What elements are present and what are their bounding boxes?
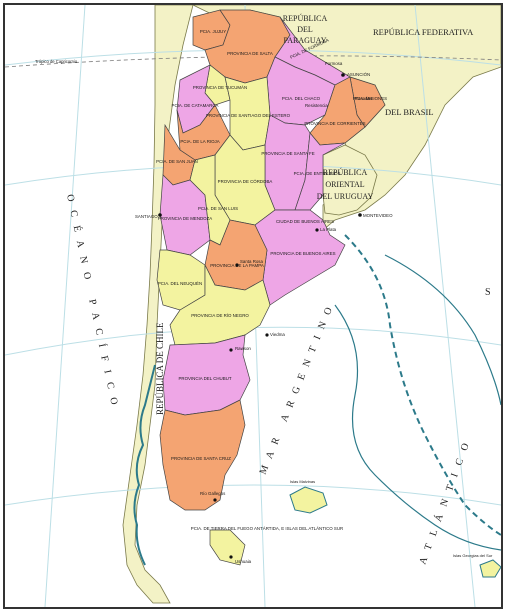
province-tierra-del-fuego	[209, 529, 246, 566]
map-svg: REPÚBLICA DEL PARAGUAY REPÚBLICA FEDERAT…	[5, 5, 501, 607]
label-tropic: Trópico de Capricornio	[35, 59, 78, 64]
label-paraguay-3: PARAGUAY	[284, 36, 327, 45]
label-paraguay-1: REPÚBLICA	[283, 13, 328, 23]
city-dot-rio-gallegos	[213, 498, 217, 502]
label-province-chaco: PCIA. DEL CHACO	[282, 96, 321, 101]
label-province-san-luis: PCIA. DE SAN LUIS	[198, 206, 238, 211]
label-city-santiago: SANTIAGO	[135, 214, 158, 219]
label-province-santa-fe: PROVINCIA DE SANTA FE	[261, 151, 314, 156]
label-city-asuncion: ASUNCIÓN	[347, 72, 370, 77]
label-city-posadas: Posadas	[355, 96, 373, 101]
label-province-santa-cruz: PROVINCIA DE SANTA CRUZ	[171, 456, 231, 461]
label-city-la-plata: La Plata	[320, 227, 337, 232]
tropic-line	[5, 55, 501, 68]
island-georgias	[479, 559, 501, 578]
ocean-contour	[384, 254, 501, 406]
label-chile: REPÚBLICA DE CHILE	[155, 322, 165, 415]
label-province-buenos-aires: PROVINCIA DE BUENOS AIRES	[270, 251, 335, 256]
label-city-viedma: Viedma	[270, 332, 285, 337]
city-labels: ASUNCIÓN MONTEVIDEO SANTIAGO La Plata Sa…	[135, 61, 393, 564]
label-city-resistencia: Resistencia	[305, 103, 328, 108]
map-frame: REPÚBLICA DEL PARAGUAY REPÚBLICA FEDERAT…	[3, 3, 503, 609]
label-brasil-2: DEL BRASIL	[385, 107, 434, 117]
city-dot-santa-rosa	[235, 263, 239, 267]
label-province-misiones: PCIA. MISIONES	[353, 96, 387, 101]
label-city-rawson: Rawson	[235, 346, 251, 351]
label-mar-argentino: MAR ARGENTINO	[258, 299, 338, 477]
city-markers	[158, 73, 362, 559]
label-province-catamarca: PCIA. DE CATAMARCA	[172, 103, 219, 108]
label-province-jujuy: PCIA. JUJUY	[200, 29, 226, 34]
label-province-san-juan: PCIA. DE SAN JUAN	[156, 159, 198, 164]
label-city-montevideo: MONTEVIDEO	[363, 213, 393, 218]
label-island-georgias: Islas Georgias del Sur	[453, 553, 493, 558]
label-brasil-1: REPÚBLICA FEDERATIVA	[373, 27, 474, 37]
city-dot-santiago	[158, 213, 162, 217]
label-province-neuquen: PCIA. DEL NEUQUÉN	[158, 281, 202, 286]
label-province-corrientes: PROVINCIA DE CORRIENTES	[304, 121, 365, 126]
label-uruguay-2: ORIENTAL	[325, 180, 364, 189]
chile-coast-fjords	[133, 364, 156, 566]
label-province-mendoza: PROVINCIA DE MENDOZA	[158, 216, 212, 221]
label-province-tierra-del-fuego: PCIA. DE TIERRA DEL FUEGO ANTÁRTIDA, E I…	[191, 526, 343, 531]
label-province-rio-negro: PROVINCIA DE RÍO NEGRO	[191, 313, 249, 318]
label-province-caba: CIUDAD DE BUENOS AIRES	[276, 219, 334, 224]
label-province-cordoba: PROVINCIA DE CÓRDOBA	[218, 179, 273, 184]
island-malvinas	[289, 486, 328, 514]
shelf-contour	[334, 304, 501, 551]
label-uruguay-1: REPÚBLICA	[323, 167, 368, 177]
label-city-ushuaia: Ushuaia	[235, 559, 252, 564]
label-province-chubut: PROVINCIA DEL CHUBUT	[178, 376, 231, 381]
label-paraguay-2: DEL	[297, 25, 313, 34]
label-island-malvinas: Islas Malvinas	[290, 479, 315, 484]
city-dot-montevideo	[358, 213, 362, 217]
label-city-rio-gallegos: Río Gallegos	[200, 491, 226, 496]
city-dot-la-plata	[315, 228, 319, 232]
label-ocean-atlantic-s: S	[485, 287, 491, 298]
province-santa-cruz	[159, 399, 246, 511]
label-province-la-rioja: PCIA. DE LA RIOJA	[180, 139, 219, 144]
label-province-salta: PROVINCIA DE SALTA	[227, 51, 273, 56]
city-dot-asuncion	[341, 73, 345, 77]
provinces-group	[156, 9, 386, 566]
province-buenos-aires	[254, 209, 346, 306]
city-dot-viedma	[265, 333, 269, 337]
label-ocean-pacific: OCÉANO PACÍFICO	[64, 193, 122, 414]
maritime-limit	[344, 234, 501, 536]
city-dot-rawson	[229, 348, 233, 352]
label-city-formosa: Formosa	[325, 61, 343, 66]
city-dot-ushuaia	[229, 555, 233, 559]
label-province-santiago: PROVINCIA DE SANTIAGO DEL ESTERO	[206, 113, 291, 118]
label-province-tucuman: PROVINCIA DE TUCUMÁN	[193, 85, 247, 90]
neighbor-land-uruguay	[322, 144, 378, 216]
province-entre-rios	[294, 132, 346, 211]
label-province-entre-rios: PCIA. DE ENTRE RÍOS	[294, 171, 341, 176]
label-uruguay-3: DEL URUGUAY	[317, 192, 374, 201]
label-city-santa-rosa: Santa Rosa	[240, 259, 264, 264]
